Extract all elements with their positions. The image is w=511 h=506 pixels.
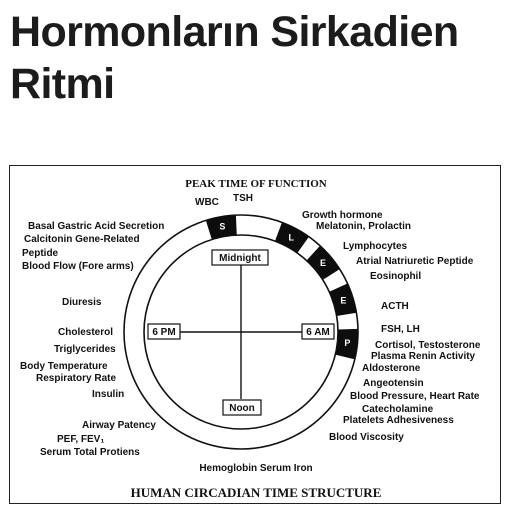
label-angeotensin: Angeotensin xyxy=(363,378,424,389)
label-viscosity: Blood Viscosity xyxy=(329,432,404,443)
label-tsh: TSH xyxy=(233,193,253,204)
diagram-top-title: PEAK TIME OF FUNCTION xyxy=(185,178,327,190)
label-insulin: Insulin xyxy=(92,389,124,400)
label-hemoglobin: Hemoglobin Serum Iron xyxy=(199,463,312,474)
label-cholesterol: Cholesterol xyxy=(58,327,113,338)
label-calcitonin: Calcitonin Gene-Related xyxy=(24,234,140,245)
label-airway: Airway Patency xyxy=(82,420,156,431)
sleep-segment-letter: L xyxy=(288,233,294,243)
page-title-line-1: Hormonların Sirkadien xyxy=(10,8,459,56)
label-acth: ACTH xyxy=(381,301,409,312)
sleep-segment-letter: P xyxy=(344,338,350,348)
sleep-segment xyxy=(335,328,358,360)
label-peptide: Peptide xyxy=(22,248,59,259)
label-catecholamine: Catecholamine xyxy=(362,404,434,415)
label-body-temp: Body Temperature xyxy=(20,361,108,372)
label-bp: Blood Pressure, Heart Rate xyxy=(350,391,480,402)
label-diuresis: Diuresis xyxy=(62,297,102,308)
label-bloodflow: Blood Flow (Fore arms) xyxy=(22,261,134,272)
label-renin: Plasma Renin Activity xyxy=(371,351,476,362)
label-resp-rate: Respiratory Rate xyxy=(36,373,116,384)
label-platelets: Platelets Adhesiveness xyxy=(343,415,454,426)
diagram-bottom-title: HUMAN CIRCADIAN TIME STRUCTURE xyxy=(131,485,382,500)
page-title: Hormonların Sirkadien Ritmi xyxy=(10,6,505,110)
label-gastric: Basal Gastric Acid Secretion xyxy=(28,221,164,232)
noon-box xyxy=(222,399,262,416)
sleep-segments: S L E E P xyxy=(205,215,358,360)
sleep-segment xyxy=(306,245,340,280)
label-serum-prot: Serum Total Protiens xyxy=(40,447,140,458)
circadian-diagram: PEAK TIME OF FUNCTION HUMAN CIRCADIAN TI… xyxy=(20,178,481,500)
sleep-segment-letter: E xyxy=(340,296,346,306)
label-growth-hormone: Growth hormone xyxy=(302,210,383,221)
sleep-segment xyxy=(329,283,357,316)
label-pef: PEF, FEV₁ xyxy=(57,434,104,445)
six-am-box xyxy=(301,323,335,340)
noon-label: Noon xyxy=(229,403,255,414)
six-am-label: 6 AM xyxy=(306,327,330,338)
sleep-segment xyxy=(205,215,237,240)
sleep-segment xyxy=(274,222,309,254)
circadian-figure: PEAK TIME OF FUNCTION HUMAN CIRCADIAN TI… xyxy=(9,165,501,504)
label-triglycerides: Triglycerides xyxy=(54,344,116,355)
label-aldosterone: Aldosterone xyxy=(362,363,421,374)
sleep-segment-letter: E xyxy=(320,258,326,268)
page-title-line-2: Ritmi xyxy=(10,60,115,108)
midnight-box xyxy=(211,249,269,266)
label-cortisol: Cortisol, Testosterone xyxy=(375,340,481,351)
label-lymphocytes: Lymphocytes xyxy=(343,241,408,252)
sleep-segment-letter: S xyxy=(219,222,225,232)
label-fsh: FSH, LH xyxy=(381,324,420,335)
label-wbc: WBC xyxy=(195,197,219,208)
label-eosinophil: Eosinophil xyxy=(370,271,421,282)
label-melatonin: Melatonin, Prolactin xyxy=(316,221,411,232)
midnight-label: Midnight xyxy=(219,253,261,264)
label-anp: Atrial Natriuretic Peptide xyxy=(356,256,474,267)
six-pm-box xyxy=(147,323,181,340)
six-pm-label: 6 PM xyxy=(152,327,175,338)
